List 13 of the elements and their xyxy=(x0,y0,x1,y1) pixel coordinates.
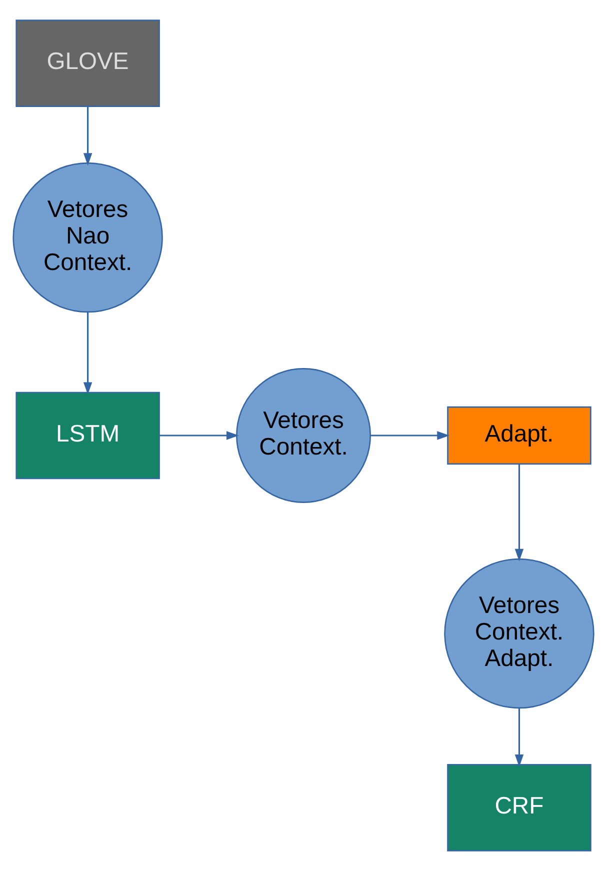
node-circle: Vetores Context. xyxy=(236,368,371,503)
arrow xyxy=(514,708,524,767)
node-box: CRF xyxy=(447,764,592,852)
arrow xyxy=(83,106,92,166)
node-circle: Vetores Nao Context. xyxy=(12,162,163,313)
node-circle: Vetores Context. Adapt. xyxy=(444,558,594,709)
arrow xyxy=(159,431,239,440)
arrow xyxy=(370,431,450,440)
node-box: LSTM xyxy=(16,392,160,480)
node-box: Adapt. xyxy=(447,406,592,465)
node-box: GLOVE xyxy=(16,20,160,107)
arrow xyxy=(514,464,524,562)
arrow xyxy=(83,312,92,395)
